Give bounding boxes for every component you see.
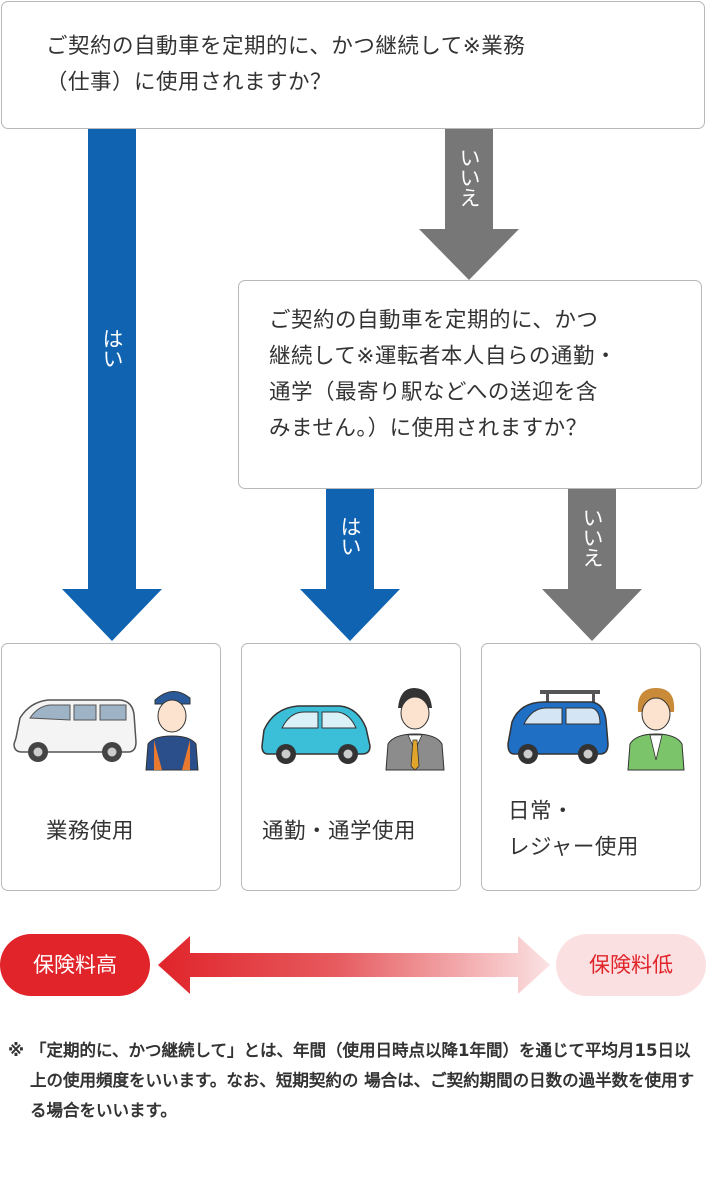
worker-person-icon: [145, 691, 199, 771]
q2-no-arrow: [542, 489, 642, 641]
q2-no-label: いいえ: [580, 507, 604, 567]
q2-yes-arrow: [300, 489, 400, 641]
business-car-and-worker-illustration: [13, 691, 199, 771]
commute-car-and-person-illustration: [261, 688, 445, 771]
question1-text: ご契約の自動車を定期的に、かつ継続して※業務 （仕事）に使用されますか？: [46, 34, 526, 95]
premium-high-badge: 保険料高: [0, 934, 150, 996]
question2-box: ご契約の自動車を定期的に、かつ 継続して※運転者本人自らの通勤・ 通学（最寄り駅…: [238, 280, 702, 489]
question1-box: ご契約の自動車を定期的に、かつ継続して※業務 （仕事）に使用されますか？: [1, 1, 705, 129]
q2-yes-label: はい: [338, 516, 362, 556]
category-commute-box: 通勤・通学使用: [241, 643, 461, 891]
casual-person-icon: [627, 688, 685, 771]
q1-yes-arrow: [62, 129, 162, 641]
roof-rack-car-icon: [507, 690, 609, 764]
premium-low-badge: 保険料低: [556, 934, 706, 996]
category-business-label: 業務使用: [46, 819, 135, 844]
category-commute-label: 通勤・通学使用: [262, 819, 417, 844]
office-worker-person-icon: [385, 688, 445, 771]
q1-no-arrow: [419, 129, 519, 280]
footnote-text: 「定期的に、かつ継続して」とは、年間（使用日時点以降1年間）を通じて平均月15日…: [30, 1041, 695, 1120]
footnote: ※ 「定期的に、かつ継続して」とは、年間（使用日時点以降1年間）を通じて平均月1…: [8, 1036, 698, 1126]
question2-text: ご契約の自動車を定期的に、かつ 継続して※運転者本人自らの通勤・ 通学（最寄り駅…: [269, 308, 617, 441]
footnote-mark: ※: [8, 1041, 25, 1060]
q1-yes-label: はい: [100, 328, 124, 368]
category-leisure-label: 日常・ レジャー使用: [508, 799, 639, 860]
q1-no-label: いいえ: [457, 147, 481, 207]
minivan-icon: [13, 699, 137, 762]
category-business-box: 業務使用: [1, 643, 221, 891]
leisure-car-and-person-illustration: [507, 688, 685, 771]
compact-car-icon: [261, 705, 371, 764]
category-leisure-box: 日常・ レジャー使用: [481, 643, 701, 891]
